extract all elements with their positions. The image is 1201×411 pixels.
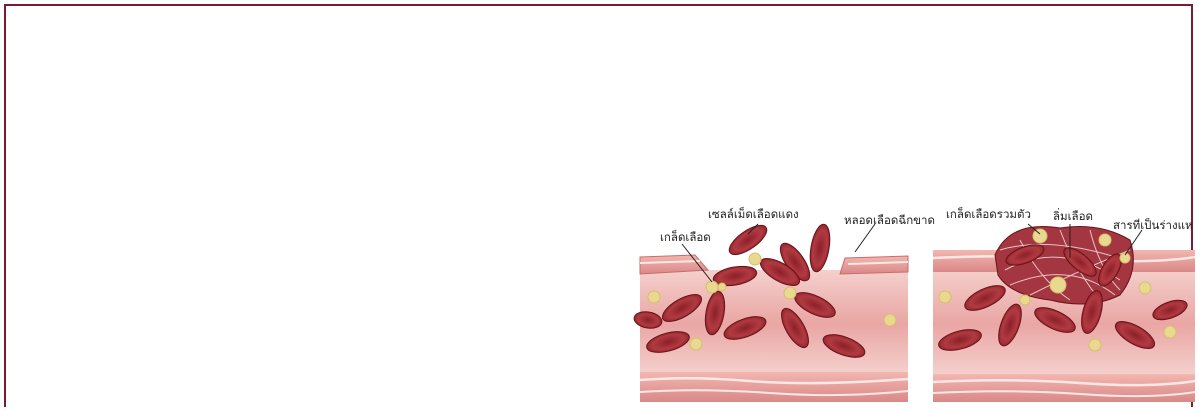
blood-clot-illustration: เกล็ดเลือด เซลล์เม็ดเลือดแดง หลอดเลือดฉี… (630, 200, 1195, 407)
left-bottom-wall (640, 372, 908, 402)
right-vessel (933, 224, 1195, 402)
label-platelet-aggregation: เกล็ดเลือดรวมตัว (946, 207, 1031, 221)
left-vessel (633, 220, 908, 402)
left-vessel-lumen (640, 270, 908, 378)
torn-vessel-leader-line (855, 224, 875, 252)
right-bottom-wall (933, 374, 1195, 402)
label-torn-vessel: หลอดเลือดฉีกขาด (844, 213, 935, 227)
label-blood-clot: ลิ่มเลือด (1053, 209, 1093, 223)
label-red-blood-cell: เซลล์เม็ดเลือดแดง (708, 207, 799, 221)
left-top-wall-right (840, 256, 908, 274)
label-fibrin: สารที่เป็นร่างแห (1113, 218, 1195, 232)
label-platelet: เกล็ดเลือด (660, 230, 711, 244)
vessel-diagram (630, 200, 1195, 407)
